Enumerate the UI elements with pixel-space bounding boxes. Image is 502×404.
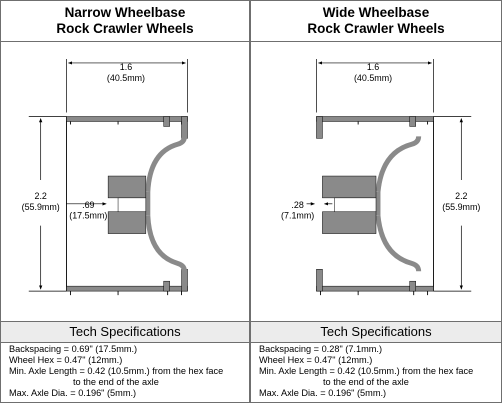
panel-title: Wide Wheelbase Rock Crawler Wheels xyxy=(251,5,501,37)
tech-spec-list: Backspacing = 0.69" (17.5mm.) Wheel Hex … xyxy=(9,344,245,399)
title-line-1: Wide Wheelbase xyxy=(322,5,430,20)
wheel-disc-profile xyxy=(375,136,422,272)
height-dimension: 2.2 (55.9mm) xyxy=(433,116,480,292)
wheel-cross-section-diagram: 1.6 (40.5mm) 2.2 (55.9mm) xyxy=(22,58,188,296)
rim-lips xyxy=(316,116,434,292)
backspace-label-mm: (17.5mm) xyxy=(69,211,107,221)
spec-axle-length-cont: to the end of the axle xyxy=(73,377,159,387)
spec-axle-length: Min. Axle Length = 0.42 (10.5mm.) from t… xyxy=(259,366,474,376)
width-label-mm: (40.5mm) xyxy=(354,73,392,83)
title-line-2: Rock Crawler Wheels xyxy=(56,21,194,36)
rim-lips xyxy=(66,116,188,292)
spec-axle-length-cont: to the end of the axle xyxy=(323,377,409,387)
tech-spec-header: Tech Specifications xyxy=(251,321,501,343)
spec-axle-dia: Max. Axle Dia. = 0.196" (5mm.) xyxy=(259,388,387,398)
height-label: 2.2 xyxy=(455,191,467,201)
height-dimension: 2.2 (55.9mm) xyxy=(22,116,67,292)
height-label-mm: (55.9mm) xyxy=(22,202,60,212)
backspace-label-mm: (7.1mm) xyxy=(281,211,314,221)
panel-title: Narrow Wheelbase Rock Crawler Wheels xyxy=(1,5,249,37)
spec-axle-length: Min. Axle Length = 0.42 (10.5mm.) from t… xyxy=(9,366,224,376)
wheel-cross-section-diagram: 1.6 (40.5mm) 2.2 (55.9mm) xyxy=(281,58,480,296)
backspace-label: .28 xyxy=(291,200,303,210)
panel-wide-wheelbase: Wide Wheelbase Rock Crawler Wheels 1.6 (… xyxy=(250,0,502,403)
title-line-2: Rock Crawler Wheels xyxy=(307,21,445,36)
width-label: 1.6 xyxy=(120,62,132,72)
tech-spec-list: Backspacing = 0.28" (7.1mm.) Wheel Hex =… xyxy=(259,344,497,399)
tech-spec-header: Tech Specifications xyxy=(1,321,249,343)
spec-wheel-hex: Wheel Hex = 0.47" (12mm.) xyxy=(9,355,123,365)
wheel-hub xyxy=(322,175,377,234)
width-label-mm: (40.5mm) xyxy=(107,73,145,83)
height-label: 2.2 xyxy=(34,191,46,201)
backspace-label: .69 xyxy=(82,200,94,210)
wheel-disc-profile xyxy=(145,136,187,272)
title-line-1: Narrow Wheelbase xyxy=(64,5,186,20)
title-divider xyxy=(251,41,501,42)
title-divider xyxy=(1,41,249,42)
backspacing-dimension: .69 (17.5mm) xyxy=(66,200,107,221)
backspacing-dimension: .28 (7.1mm) xyxy=(281,200,333,221)
height-label-mm: (55.9mm) xyxy=(442,202,480,212)
width-dimension: 1.6 (40.5mm) xyxy=(66,58,188,113)
spec-wheel-hex: Wheel Hex = 0.47" (12mm.) xyxy=(259,355,373,365)
spec-backspacing: Backspacing = 0.28" (7.1mm.) xyxy=(259,344,383,354)
spec-axle-dia: Max. Axle Dia. = 0.196" (5mm.) xyxy=(9,388,137,398)
spec-backspacing: Backspacing = 0.69" (17.5mm.) xyxy=(9,344,138,354)
panel-narrow-wheelbase: Narrow Wheelbase Rock Crawler Wheels 1.6… xyxy=(0,0,250,403)
width-dimension: 1.6 (40.5mm) xyxy=(316,58,434,113)
width-label: 1.6 xyxy=(367,62,379,72)
wheel-hub xyxy=(107,175,147,234)
